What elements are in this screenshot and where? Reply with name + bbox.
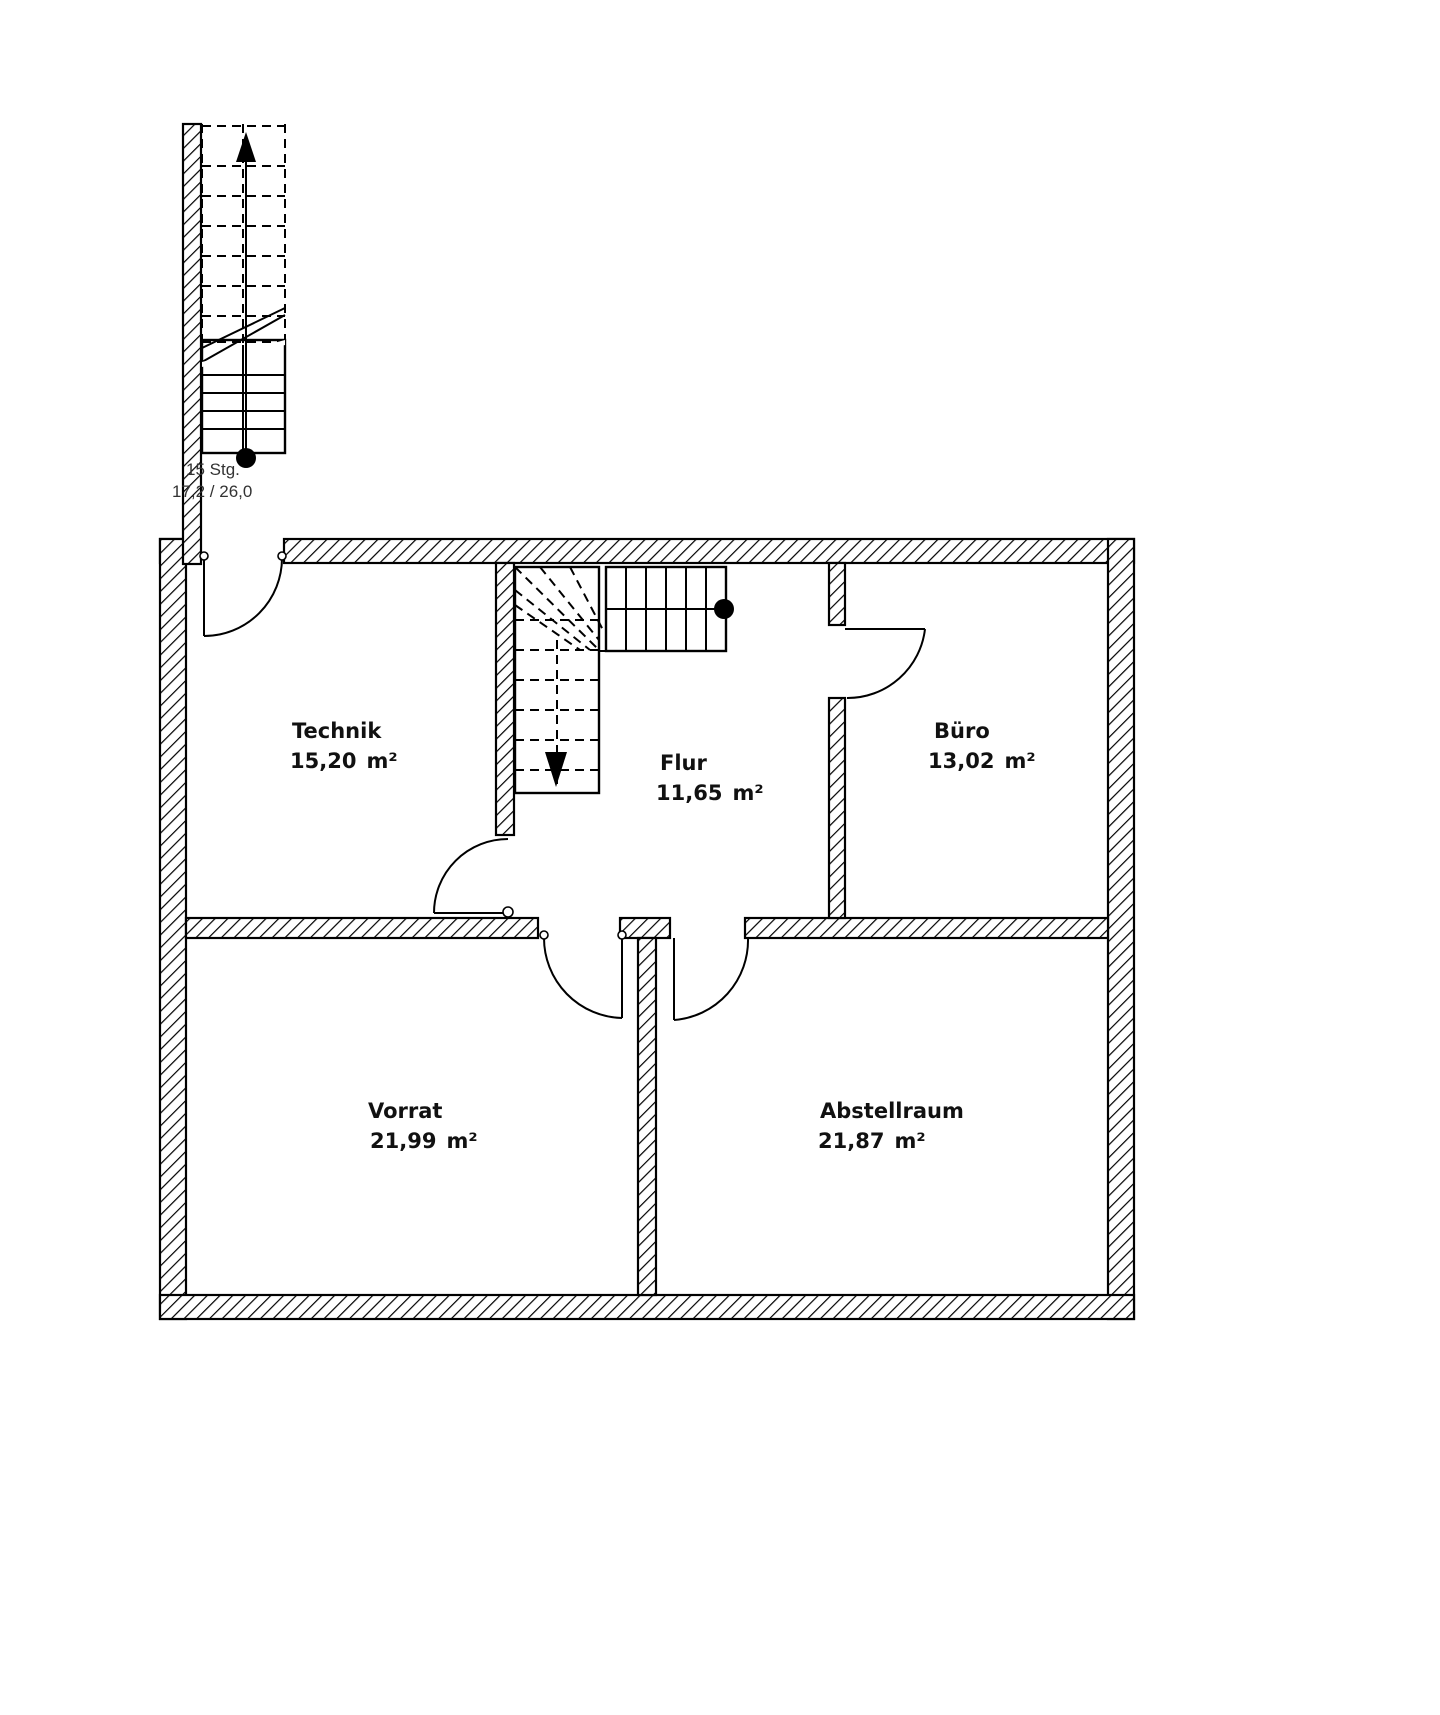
arrow-down-icon [545, 752, 567, 787]
wall-buero-upper [827, 561, 847, 627]
stair-dimensions-label: 17,2 / 26,0 [172, 482, 252, 501]
room-abstellraum-area: 21,87 [818, 1129, 884, 1153]
door-technik-flur [433, 838, 514, 918]
room-technik-unit: m² [366, 749, 397, 773]
wall-top-right [282, 537, 1136, 565]
room-flur-unit: m² [732, 781, 763, 805]
walls [158, 122, 1136, 1321]
room-vorrat-area: 21,99 [370, 1129, 436, 1153]
interior-stair [513, 565, 734, 795]
room-abstellraum-unit: m² [894, 1129, 925, 1153]
room-technik-name: Technik [292, 719, 382, 743]
room-vorrat-label: Vorrat 21,99 m² [368, 1099, 478, 1153]
door-technik-outer [199, 551, 287, 637]
room-abstellraum-name: Abstellraum [820, 1099, 964, 1123]
room-buero-name: Büro [934, 719, 990, 743]
stair-start-dot-interior [714, 599, 734, 619]
room-flur-name: Flur [660, 751, 707, 775]
wall-middle-1 [184, 916, 540, 940]
room-technik-area: 15,20 [290, 749, 356, 773]
door-abstellraum [673, 937, 750, 1021]
room-flur-area: 11,65 [656, 781, 722, 805]
room-flur-label: Flur 11,65 m² [656, 751, 764, 805]
outside-stair [200, 124, 287, 468]
door-buero [845, 628, 926, 700]
wall-bottom [158, 1293, 1136, 1321]
door-vorrat [539, 930, 627, 1019]
room-technik-label: Technik 15,20 m² [290, 719, 398, 773]
wall-flur-left [494, 561, 516, 837]
wall-left [158, 537, 188, 1321]
wall-buero-lower [827, 696, 847, 920]
room-buero-unit: m² [1004, 749, 1035, 773]
arrow-up-icon [236, 132, 256, 162]
room-buero-label: Büro 13,02 m² [928, 719, 1036, 773]
room-abstellraum-label: Abstellraum 21,87 m² [818, 1099, 964, 1153]
room-vorrat-unit: m² [446, 1129, 477, 1153]
doors [199, 551, 926, 1021]
wall-middle-2 [618, 916, 672, 940]
stair-steps-label: 15 Stg. [186, 460, 240, 479]
wall-middle-3 [743, 916, 1110, 940]
stair-start-dot [236, 448, 256, 468]
wall-storage-divider [636, 936, 658, 1297]
room-buero-area: 13,02 [928, 749, 994, 773]
room-vorrat-name: Vorrat [368, 1099, 442, 1123]
wall-right [1106, 537, 1136, 1321]
